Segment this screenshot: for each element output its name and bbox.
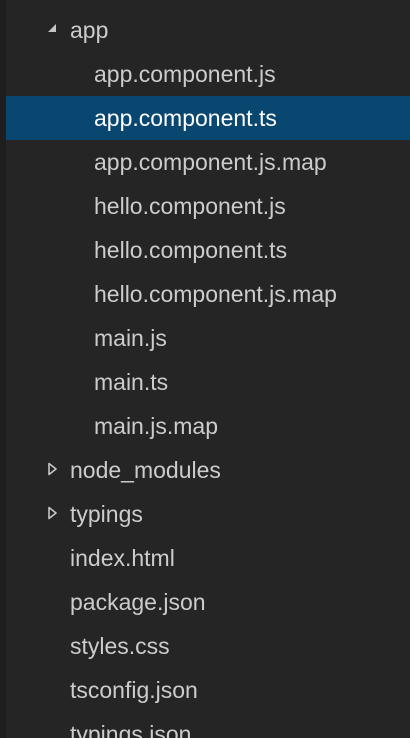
tree-item-label: app.component.js <box>94 61 276 87</box>
tree-file-package-json[interactable]: package.json <box>0 580 410 624</box>
tree-item-label: hello.component.js <box>94 193 286 219</box>
tree-item-label: hello.component.ts <box>94 237 288 263</box>
chevron-down-icon[interactable] <box>46 8 62 52</box>
tree-item-label: app.component.js.map <box>94 149 327 175</box>
tree-file-app-component-js[interactable]: app.component.js <box>0 52 410 96</box>
tree-file-main-js-map[interactable]: main.js.map <box>0 404 410 448</box>
tree-file-styles-css[interactable]: styles.css <box>0 624 410 668</box>
tree-item-label: main.js <box>94 325 167 351</box>
tree-item-label: main.ts <box>94 369 169 395</box>
tree-file-hello-component-js[interactable]: hello.component.js <box>0 184 410 228</box>
tree-item-label: hello.component.js.map <box>94 281 337 307</box>
tree-item-label: package.json <box>70 589 206 615</box>
chevron-right-icon[interactable] <box>46 492 62 536</box>
tree-file-hello-component-js-map[interactable]: hello.component.js.map <box>0 272 410 316</box>
tree-item-label: typings.json <box>70 721 192 738</box>
tree-file-typings-json[interactable]: typings.json <box>0 712 410 738</box>
tree-item-label: app.component.ts <box>94 105 277 131</box>
tree-item-label: node_modules <box>70 457 221 483</box>
tree-folder-node-modules[interactable]: node_modules <box>0 448 410 492</box>
tree-file-tsconfig-json[interactable]: tsconfig.json <box>0 668 410 712</box>
tree-file-index-html[interactable]: index.html <box>0 536 410 580</box>
tree-item-label: styles.css <box>70 633 170 659</box>
tree-item-label: typings <box>70 501 143 527</box>
tree-item-label: index.html <box>70 545 175 571</box>
tree-file-hello-component-ts[interactable]: hello.component.ts <box>0 228 410 272</box>
tree-item-label: main.js.map <box>94 413 218 439</box>
file-tree: app app.component.js app.component.ts ap… <box>0 8 410 738</box>
tree-folder-app[interactable]: app <box>0 8 410 52</box>
panel-divider <box>0 0 6 738</box>
tree-file-app-component-js-map[interactable]: app.component.js.map <box>0 140 410 184</box>
tree-file-main-ts[interactable]: main.ts <box>0 360 410 404</box>
tree-file-app-component-ts[interactable]: app.component.ts <box>6 96 410 140</box>
tree-folder-typings[interactable]: typings <box>0 492 410 536</box>
chevron-right-icon[interactable] <box>46 448 62 492</box>
tree-item-label: tsconfig.json <box>70 677 198 703</box>
tree-file-main-js[interactable]: main.js <box>0 316 410 360</box>
tree-item-label: app <box>70 17 109 43</box>
